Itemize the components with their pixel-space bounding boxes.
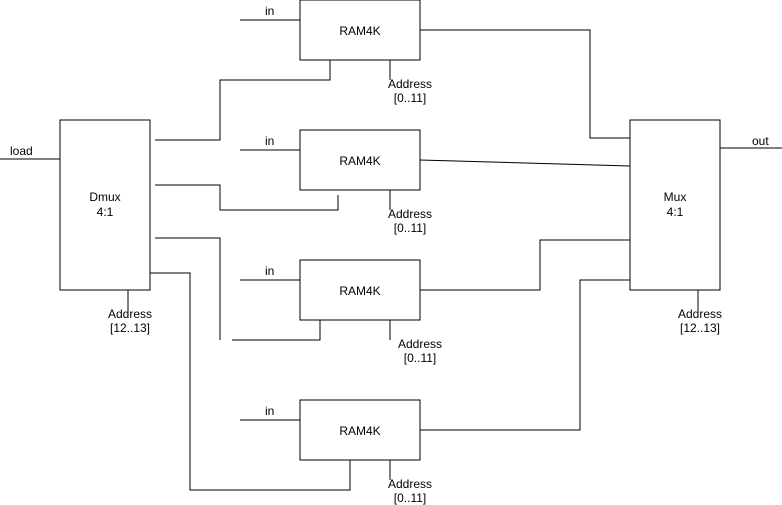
wires — [0, 19, 782, 491]
dmux-block — [59, 119, 151, 291]
ram4k-label-3: RAM4K — [339, 284, 380, 298]
ram4-out-wire — [420, 279, 630, 431]
ram4k-block-2 — [299, 129, 421, 191]
ram4k-label-2: RAM4K — [339, 154, 380, 168]
ram4-address-label: Address — [388, 477, 432, 491]
mux-address-label: Address — [678, 307, 722, 321]
ram1-out-wire — [420, 29, 630, 139]
ram3-address-range: [0..11] — [404, 351, 436, 365]
dmux-title: Dmux — [89, 190, 120, 204]
ram2-address-label: Address — [388, 207, 432, 221]
mux-address-range: [12..13] — [680, 321, 720, 335]
out-label: out — [752, 134, 769, 148]
ram4k-block-4 — [299, 399, 421, 461]
mux-ratio: 4:1 — [667, 205, 684, 219]
dmux-out4-wire — [150, 272, 351, 491]
ram3-in-label: in — [265, 264, 274, 278]
dmux-out3-wire — [155, 237, 221, 340]
dmux-out2-wire — [155, 184, 339, 211]
dmux-ratio: 4:1 — [97, 205, 114, 219]
ram1-in-label: in — [265, 4, 274, 18]
ram3-out-wire — [420, 239, 630, 291]
ram2-in-label: in — [265, 134, 274, 148]
dmux-out3-load-wire — [232, 320, 321, 341]
ram4-address-range: [0..11] — [394, 491, 426, 505]
ram3-address-label: Address — [398, 337, 442, 351]
mux-block — [629, 119, 721, 291]
ram1-address-label: Address — [388, 77, 432, 91]
mux-title: Mux — [664, 190, 687, 204]
ram4k-label-1: RAM4K — [339, 24, 380, 38]
ram4k-label-4: RAM4K — [339, 424, 380, 438]
ram2-out-wire — [419, 159, 631, 167]
load-label: load — [10, 144, 33, 158]
dmux-address-range: [12..13] — [110, 321, 150, 335]
ram2-address-range: [0..11] — [394, 221, 426, 235]
dmux-address-label: Address — [108, 307, 152, 321]
ram4k-block-3 — [299, 259, 421, 321]
ram4k-block-1 — [299, 0, 421, 61]
dmux-out1-wire — [155, 60, 331, 141]
ram1-address-range: [0..11] — [394, 91, 426, 105]
ram4-in-label: in — [265, 404, 274, 418]
